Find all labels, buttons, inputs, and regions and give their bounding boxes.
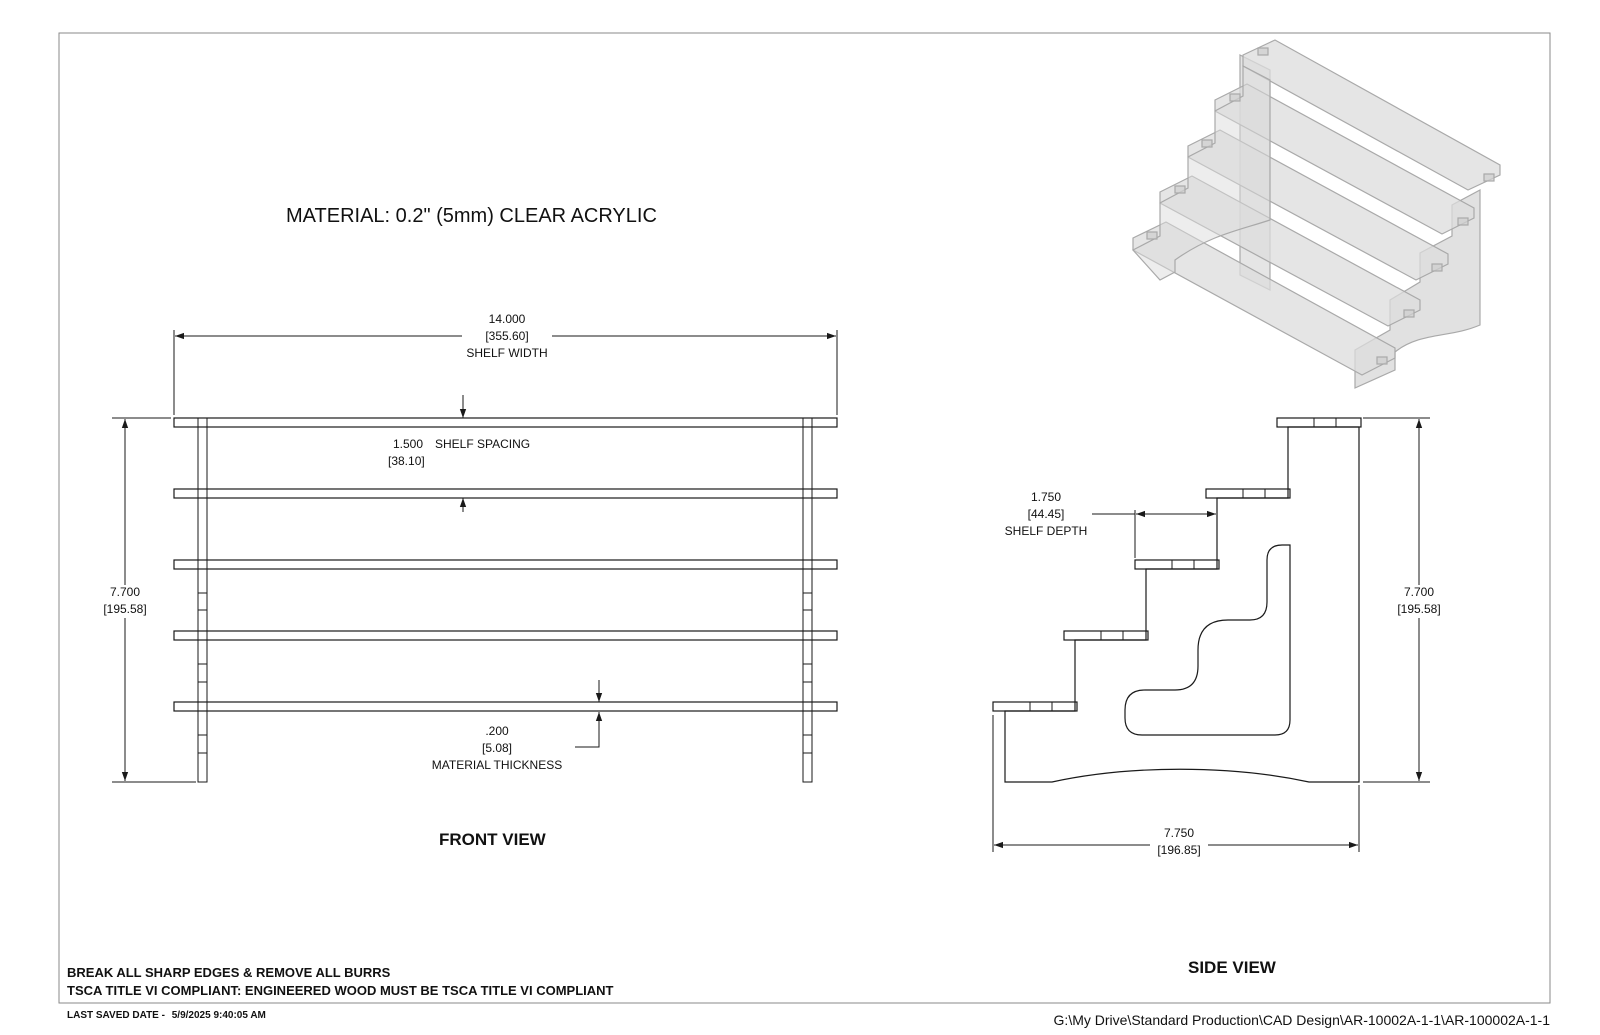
iso-front-panel	[1354, 188, 1481, 389]
side-shelf-5	[1276, 417, 1362, 428]
side-shelf-4	[1205, 488, 1291, 499]
side-depth-dim: 7.750 [196.85]	[1146, 826, 1212, 857]
last-saved-label: LAST SAVED DATE -	[67, 1010, 165, 1021]
last-saved: LAST SAVED DATE - 5/9/2025 9:40:05 AM	[67, 1010, 266, 1021]
thickness-mm: [5.08]	[481, 741, 513, 755]
front-view-drawing	[112, 330, 838, 783]
sheet-border	[58, 32, 1551, 1004]
shelf-depth-mm: [44.45]	[1027, 507, 1065, 521]
shelf-width-mm: [355.60]	[485, 329, 529, 343]
material-note: MATERIAL: 0.2" (5mm) CLEAR ACRYLIC	[286, 205, 657, 227]
shelf-depth-dim: 1.750 [44.45] SHELF DEPTH	[996, 490, 1096, 538]
note-burrs: BREAK ALL SHARP EDGES & REMOVE ALL BURRS	[67, 965, 391, 980]
shelf-depth-label: SHELF DEPTH	[1004, 524, 1088, 538]
front-shelf-3	[173, 559, 838, 570]
front-height-dim: 7.700 [195.58]	[92, 585, 158, 616]
front-shelf-4	[173, 630, 838, 641]
side-panel-outline	[1004, 426, 1360, 783]
shelf-width-label: SHELF WIDTH	[466, 346, 548, 360]
shelf-spacing-label: SHELF SPACING	[435, 437, 531, 451]
side-height-inch: 7.700	[1403, 585, 1435, 599]
shelf-width-inch: 14.000	[488, 312, 526, 326]
front-view-label: FRONT VIEW	[439, 830, 546, 849]
shelf-spacing-mm: [38.10]	[388, 454, 425, 468]
side-view-drawing	[992, 417, 1430, 852]
iso-rear-panel	[1132, 65, 1271, 281]
file-path: G:\My Drive\Standard Production\CAD Desi…	[1053, 1012, 1550, 1028]
isometric-view	[1132, 39, 1501, 389]
side-view-label: SIDE VIEW	[1188, 958, 1276, 977]
side-height-mm: [195.58]	[1397, 602, 1441, 616]
thickness-dim: .200 [5.08] MATERIAL THICKNESS	[420, 724, 574, 772]
side-height-dim: 7.700 [195.58]	[1386, 585, 1452, 616]
note-tsca: TSCA TITLE VI COMPLIANT: ENGINEERED WOOD…	[67, 983, 614, 998]
shelf-width-dim: 14.000 [355.60] SHELF WIDTH	[455, 312, 559, 360]
front-height-mm: [195.58]	[103, 602, 147, 616]
last-saved-value: 5/9/2025 9:40:05 AM	[171, 1010, 266, 1021]
side-depth-mm: [196.85]	[1157, 843, 1201, 857]
front-shelf-5	[173, 701, 838, 712]
front-shelf-1	[173, 417, 838, 428]
side-shelf-1	[992, 701, 1078, 712]
front-right-panel	[802, 417, 813, 783]
side-shelf-3	[1134, 559, 1220, 570]
side-shelf-2	[1063, 630, 1149, 641]
thickness-inch: .200	[485, 724, 509, 738]
front-height-inch: 7.700	[109, 585, 141, 599]
front-left-panel	[197, 417, 208, 783]
thickness-leader	[575, 712, 603, 748]
shelf-spacing-inch: 1.500	[393, 437, 424, 451]
side-panel-cutout	[1124, 544, 1291, 736]
side-depth-inch: 7.750	[1163, 826, 1195, 840]
shelf-depth-inch: 1.750	[1030, 490, 1062, 504]
front-shelf-2	[173, 488, 838, 499]
thickness-label: MATERIAL THICKNESS	[431, 758, 563, 772]
